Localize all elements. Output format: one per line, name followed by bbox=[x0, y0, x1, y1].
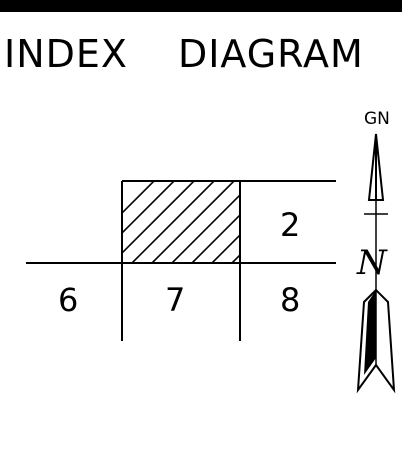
top-border-bar bbox=[0, 0, 402, 12]
sheet-grid bbox=[26, 180, 336, 341]
current-sheet-hatch bbox=[122, 181, 240, 263]
cell-label-2: 2 bbox=[280, 206, 300, 244]
cell-label-8: 8 bbox=[280, 281, 300, 319]
cell-label-6: 6 bbox=[58, 281, 78, 319]
title-index: INDEX bbox=[4, 32, 128, 76]
grid-north-label: GN bbox=[364, 109, 390, 129]
diagram-title: INDEX DIAGRAM bbox=[4, 32, 364, 76]
true-north-label: N bbox=[356, 243, 388, 283]
north-arrow-icon: GN N bbox=[356, 109, 396, 394]
title-diagram: DIAGRAM bbox=[177, 32, 364, 76]
cell-label-7: 7 bbox=[165, 281, 185, 319]
